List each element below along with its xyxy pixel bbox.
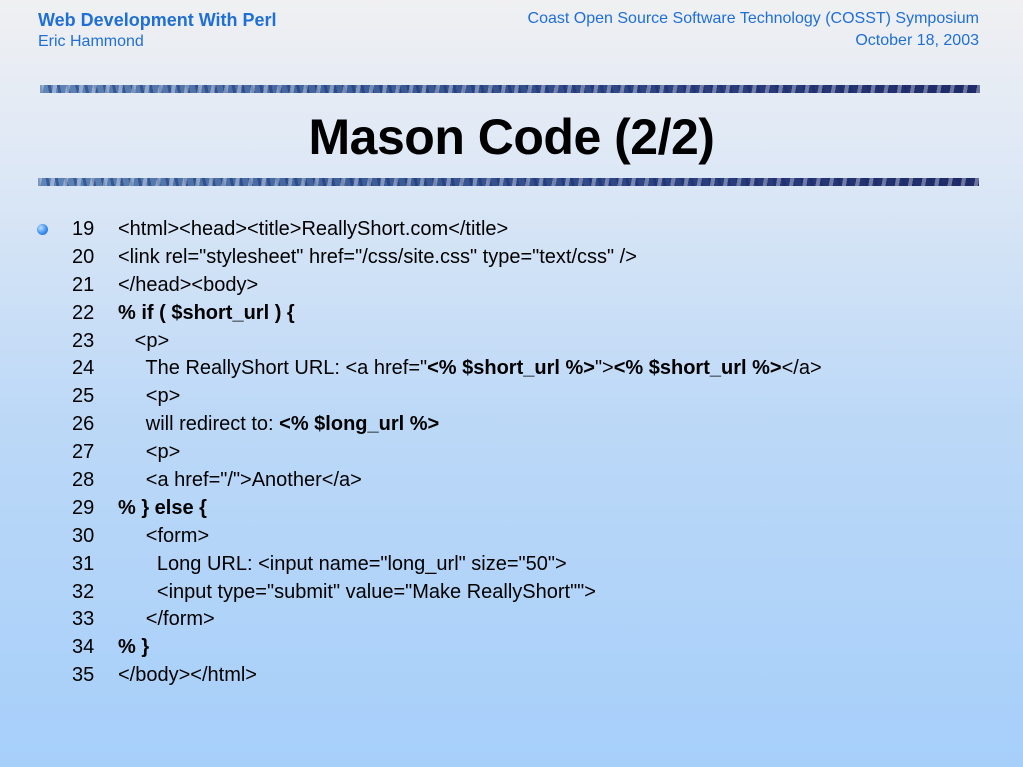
- code-line: 35 </body></html>: [72, 662, 822, 690]
- line-number: 23: [72, 329, 95, 352]
- code-text: <form>: [118, 523, 209, 551]
- code-line: 21 </head><body>: [72, 272, 822, 300]
- mason-code-segment: <% $short_url %>: [427, 357, 595, 380]
- html-code-segment: </head><body>: [118, 273, 259, 296]
- header-right: Coast Open Source Software Technology (C…: [528, 8, 979, 52]
- code-text: % } else {: [118, 495, 207, 523]
- code-text: <a href="/">Another</a>: [118, 467, 362, 495]
- code-line: 27 <p>: [72, 439, 822, 467]
- mason-code-segment: <% $short_url %>: [613, 357, 782, 380]
- code-text: <p>: [118, 383, 180, 411]
- code-text: % if ( $short_url ) {: [118, 300, 295, 328]
- slide-title: Mason Code (2/2): [308, 109, 715, 165]
- code-line: 30 <form>: [72, 523, 822, 551]
- html-code-segment: ">: [594, 357, 614, 380]
- code-line: 22 % if ( $short_url ) {: [72, 300, 822, 328]
- html-code-segment: </form>: [118, 608, 215, 631]
- html-code-segment: <html><head><title>ReallyShort.com</titl…: [118, 218, 509, 240]
- title-band-top: [40, 85, 980, 93]
- html-code-segment: <a href="/">Another</a>: [118, 469, 362, 492]
- mason-code-segment: % if ( $short_url ) {: [118, 301, 295, 324]
- line-number: 27: [72, 441, 95, 464]
- code-text: <input type="submit" value="Make ReallyS…: [118, 579, 596, 607]
- code-line: 23 <p>: [72, 328, 822, 356]
- html-code-segment: <p>: [118, 441, 181, 464]
- code-line: 26 will redirect to: <% $long_url %>: [72, 411, 822, 439]
- line-number: 20: [72, 245, 95, 268]
- author-name: Eric Hammond: [38, 33, 144, 50]
- event-name: Coast Open Source Software Technology (C…: [527, 10, 979, 27]
- code-line: 28 <a href="/">Another</a>: [72, 467, 822, 495]
- code-listing: 19 <html><head><title>ReallyShort.com</ti…: [72, 216, 822, 690]
- html-code-segment: <link rel="stylesheet" href="/css/site.c…: [118, 245, 637, 268]
- line-number: 25: [72, 385, 95, 408]
- code-line: 25 <p>: [72, 383, 822, 411]
- code-line: 20 <link rel="stylesheet" href="/css/site…: [72, 244, 822, 272]
- line-number: 30: [72, 524, 95, 547]
- line-number: 31: [72, 552, 95, 575]
- code-line: 34 % }: [72, 634, 822, 662]
- line-number: 29: [72, 496, 95, 519]
- line-number: 19: [72, 218, 95, 240]
- mason-code-segment: <% $long_url %>: [279, 413, 440, 436]
- header-left: Web Development With Perl Eric Hammond: [38, 9, 277, 53]
- mason-code-segment: % }: [118, 636, 150, 659]
- line-number: 24: [72, 357, 95, 380]
- mason-code-segment: % } else {: [118, 496, 207, 519]
- code-text: <p>: [118, 328, 170, 356]
- line-number: 28: [72, 469, 95, 492]
- code-line: 32 <input type="submit" value="Make Real…: [72, 579, 822, 607]
- line-number: 34: [72, 636, 95, 659]
- html-code-segment: <p>: [118, 385, 181, 408]
- code-text: <html><head><title>ReallyShort.com</titl…: [118, 216, 508, 244]
- event-date: October 18, 2003: [855, 32, 979, 49]
- html-code-segment: The ReallyShort URL: <a href=": [118, 357, 428, 380]
- html-code-segment: will redirect to:: [118, 413, 280, 436]
- code-text: will redirect to: <% $long_url %>: [118, 411, 439, 439]
- code-line: 31 Long URL: <input name="long_url" size…: [72, 551, 822, 579]
- presentation-title: Web Development With Perl: [38, 10, 277, 30]
- line-number: 32: [72, 580, 95, 603]
- line-number: 26: [72, 413, 95, 436]
- code-text: </head><body>: [118, 272, 258, 300]
- code-text: % }: [118, 634, 149, 662]
- code-text: </body></html>: [118, 662, 257, 690]
- html-code-segment: Long URL: <input name="long_url" size="5…: [118, 552, 567, 575]
- line-number: 21: [72, 273, 95, 296]
- html-code-segment: <form>: [118, 524, 210, 547]
- html-code-segment: <p>: [118, 329, 170, 352]
- line-number: 35: [72, 664, 95, 687]
- title-band-bottom: [38, 178, 979, 186]
- code-text: The ReallyShort URL: <a href="<% $short_…: [118, 355, 822, 383]
- code-text: <link rel="stylesheet" href="/css/site.c…: [118, 244, 637, 272]
- code-line: 33 </form>: [72, 606, 822, 634]
- code-text: <p>: [118, 439, 180, 467]
- html-code-segment: </a>: [781, 357, 822, 380]
- code-text: Long URL: <input name="long_url" size="5…: [118, 551, 567, 579]
- html-code-segment: <input type="submit" value="Make ReallyS…: [118, 580, 596, 603]
- line-number: 22: [72, 301, 95, 324]
- html-code-segment: </body></html>: [118, 664, 257, 687]
- code-line: 29 % } else {: [72, 495, 822, 523]
- code-text: </form>: [118, 606, 215, 634]
- code-line: 19 <html><head><title>ReallyShort.com</ti…: [72, 216, 822, 244]
- code-line: 24 The ReallyShort URL: <a href="<% $sho…: [72, 355, 822, 383]
- bullet-icon: [37, 224, 48, 235]
- line-number: 33: [72, 608, 95, 631]
